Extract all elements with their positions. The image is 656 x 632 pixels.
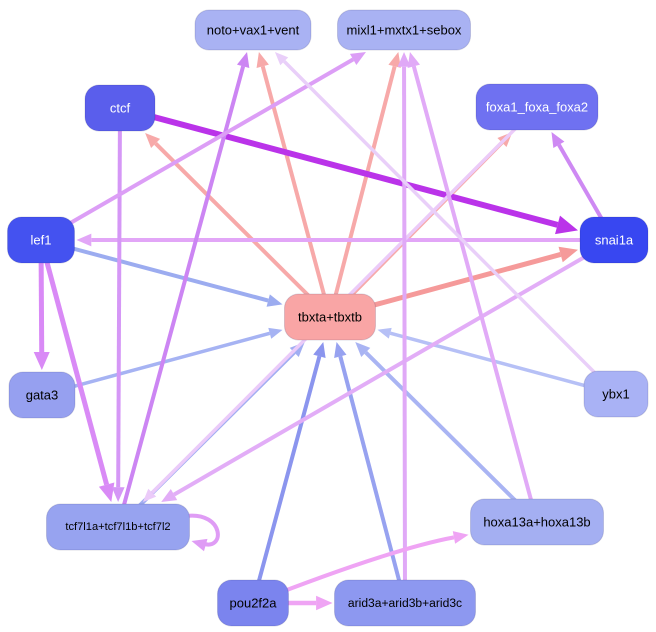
arrowhead (558, 246, 578, 263)
arrowhead (388, 52, 401, 68)
node-shape-pou2f2a[interactable] (217, 579, 289, 627)
node-shape-arid3a[interactable] (334, 579, 476, 627)
edge-line (119, 105, 559, 228)
arrowhead (555, 215, 578, 235)
node-shape-hoxa13a[interactable] (470, 498, 604, 546)
arrowhead (111, 487, 125, 502)
edge-line (154, 142, 332, 319)
arrowhead (313, 342, 326, 358)
arrowhead (98, 482, 115, 502)
arrowhead (334, 342, 347, 358)
node-tbxta[interactable]: tbxta+tbxtb (284, 293, 376, 341)
node-arid3a[interactable]: arid3a+arid3b+arid3c (334, 579, 476, 627)
edge-line (116, 65, 246, 528)
node-shape-foxa1[interactable] (475, 83, 599, 131)
self-loop-path (185, 513, 220, 547)
edge-line (116, 107, 122, 488)
node-shape-gata3[interactable] (8, 371, 76, 419)
edge-line (38, 239, 110, 486)
node-shape-mixl1[interactable] (337, 9, 471, 51)
node-noto[interactable]: noto+vax1+vent (194, 9, 312, 51)
arrowhead (145, 133, 161, 148)
edge-line (39, 57, 355, 242)
arrowhead (266, 294, 283, 307)
edge-line (402, 66, 407, 604)
arrowhead (33, 351, 50, 370)
edge-line (364, 350, 539, 524)
edge-line (328, 65, 397, 318)
arrowhead (407, 52, 420, 68)
edge-line (251, 355, 322, 604)
edge-lef1-mixl1 (39, 52, 366, 242)
arrowhead (316, 595, 333, 611)
edge-snai1a-tcf7l1a (161, 238, 616, 502)
edge-snai1a-lef1 (76, 233, 614, 247)
edge-line (389, 331, 617, 396)
arrowhead (551, 132, 565, 149)
edge-arid3a-tbxta (334, 342, 407, 604)
node-shape-tcf7l1a[interactable] (46, 503, 190, 551)
edge-lef1-tbxta (40, 238, 283, 307)
node-shape-snai1a[interactable] (579, 216, 649, 264)
node-pou2f2a[interactable]: pou2f2a (217, 579, 289, 627)
arrowhead (268, 327, 283, 339)
nodes-layer: noto+vax1+vent mixl1+mxtx1+sebox ctcf foxa1… (7, 9, 649, 627)
arrowhead (377, 327, 392, 339)
edge-ybx1-tbxta (377, 327, 617, 396)
edge-tbxta-ctcf (145, 133, 332, 319)
node-ctcf[interactable]: ctcf (84, 84, 156, 132)
arrowhead (355, 342, 371, 357)
edge-hoxa13a-tbxta (355, 342, 539, 524)
arrowhead (256, 52, 269, 68)
node-hoxa13a[interactable]: hoxa13a+hoxa13b (470, 498, 604, 546)
node-mixl1[interactable]: mixl1+mxtx1+sebox (337, 9, 471, 51)
arrowhead (142, 488, 157, 502)
arrowhead (76, 233, 92, 247)
edge-ctcf-tcf7l1a (111, 107, 125, 502)
edge-lef1-tcf7l1a (38, 239, 115, 502)
arrowhead (161, 489, 178, 502)
node-shape-ctcf[interactable] (84, 84, 156, 132)
edge-line (338, 355, 407, 604)
arrowhead (274, 52, 289, 66)
node-gata3[interactable]: gata3 (8, 371, 76, 419)
edge-tcf7l1a-tcf7l1a (185, 513, 220, 552)
arrowhead (452, 531, 469, 544)
node-ybx1[interactable]: ybx1 (583, 370, 649, 418)
node-shape-ybx1[interactable] (583, 370, 649, 418)
edges-layer (33, 52, 618, 611)
edge-pou2f2a-tbxta (251, 342, 326, 604)
edge-arid3a-mixl1 (397, 52, 411, 604)
arrowhead (191, 538, 208, 552)
edge-tcf7l1a-noto (116, 52, 250, 528)
node-shape-lef1[interactable] (7, 216, 75, 264)
node-shape-noto[interactable] (194, 9, 312, 51)
edge-ybx1-noto (274, 52, 618, 396)
node-shape-tbxta[interactable] (284, 293, 376, 341)
edge-line (260, 65, 332, 318)
arrowhead (397, 52, 411, 67)
node-lef1[interactable]: lef1 (7, 216, 75, 264)
edge-tbxta-noto (256, 52, 332, 318)
edge-hoxa13a-mixl1 (407, 52, 539, 523)
edge-line (411, 65, 539, 523)
node-snai1a[interactable]: snai1a (579, 216, 649, 264)
node-tcf7l1a[interactable]: tcf7l1a+tcf7l1b+tcf7l2 (46, 503, 190, 551)
edge-line (40, 238, 269, 303)
arrowhead (349, 52, 366, 65)
edge-line (283, 60, 618, 396)
edge-ctcf-snai1a (119, 105, 578, 235)
edge-tbxta-mixl1 (328, 52, 401, 318)
edge-line (173, 238, 616, 497)
node-foxa1[interactable]: foxa1_foxa_foxa2 (475, 83, 599, 131)
arrowhead (236, 52, 250, 68)
